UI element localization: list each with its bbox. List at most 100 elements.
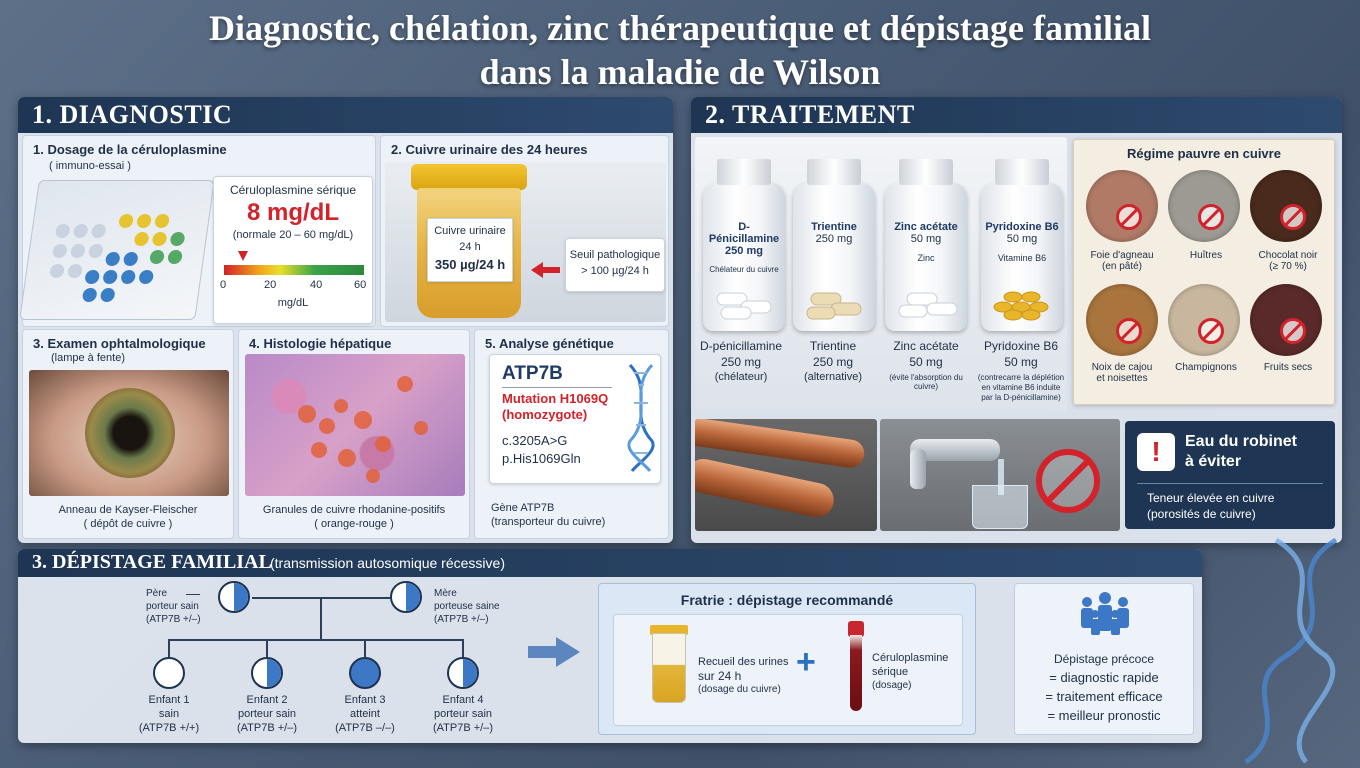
diagnostic-section: 1. DIAGNOSTIC 1. Dosage de la céruloplas… [18,97,673,543]
drug-caption-4: Pyridoxine B6 50 mg (contrecarre la dépl… [975,339,1067,403]
food-3-line2: (≥ 70 %) [1269,261,1307,272]
urine-container [652,633,686,703]
blood-text-2: sérique [872,666,909,678]
mother-l3: (ATP7B +/–) [434,614,489,625]
ceruloplasmin-subtitle: ( immuno-essai ) [49,160,131,172]
child-1-l1: Enfant 1 [148,694,190,706]
prohibited-icon [1198,318,1224,344]
family-section: 3. DÉPISTAGE FAMILIAL (transmission auto… [18,549,1202,743]
alert-icon: ! [1137,433,1175,471]
warning-title-1: Eau du robinet [1185,433,1297,450]
father-l3: (ATP7B +/–) [146,614,201,625]
warning-title-2: à éviter [1185,453,1242,470]
drug-caption-1: D-pénicillamine 250 mg (chélateur) [695,339,787,383]
threshold-arrow [531,262,543,278]
water-glass [972,485,1028,529]
ceruloplasmin-card: 1. Dosage de la céruloplasmine ( immuno-… [19,135,376,327]
pills-illustration [716,291,1049,321]
bottle-2-dose: 250 mg [815,233,853,245]
early-line-2: = diagnostic rapide [1049,670,1159,685]
drug-caption-3-dose: 50 mg [909,355,943,369]
child-3-l2: atteint [350,708,380,720]
child-2-l1: Enfant 2 [246,694,288,706]
bottle-2-name: Trientine [811,221,857,233]
food-label-5: Champignons [1160,362,1252,373]
warning-divider [1137,483,1323,484]
child-3-line [364,639,366,657]
father-l2: porteur sain [146,601,199,612]
blood-tube [850,635,862,711]
diet-box: Régime pauvre en cuivre Foie d'agneau (e… [1073,139,1335,405]
child-3-symbol [349,657,381,689]
child-2-line [266,639,268,657]
genetic-result-box: ATP7B Mutation H1069Q (homozygote) c.320… [489,354,661,484]
child-1-label: Enfant 1 sain (ATP7B +/+) [124,693,214,735]
child-2-label: Enfant 2 porteur sain (ATP7B +/–) [222,693,312,735]
food-5-line1: Champignons [1175,362,1237,373]
ceruloplasmin-title: 1. Dosage de la céruloplasmine [33,142,227,157]
ceruloplasmin-value: 8 mg/dL [246,199,339,226]
scale-tick-40: 40 [310,279,323,291]
urine-copper-card: 2. Cuivre urinaire des 24 heures Cuivre … [380,135,669,327]
blood-text-3: (dosage) [872,680,912,691]
child-4-label: Enfant 4 porteur sain (ATP7B +/–) [418,693,508,735]
cdna-notation: c.3205A>G [502,433,568,448]
blood-text-1: Céruloplasmine [872,652,949,664]
child-4-line [462,639,464,657]
mother-symbol [390,581,422,613]
bottle-cap [995,159,1049,185]
urine-jar-label-line1: Cuivre urinaire [434,225,506,237]
child-4-l2: porteur sain [433,708,493,720]
drug-caption-1-name: D-pénicillamine [699,339,783,353]
scale-unit: mg/dL [277,297,309,309]
copper-pipes-photo [695,419,877,531]
food-1-line2: (en pâté) [1101,261,1143,272]
right-arrow-icon [528,637,580,667]
drug-caption-4-dose: 50 mg [1004,355,1038,369]
child-1-symbol [153,657,185,689]
ceruloplasmin-normal-range: (normale 20 – 60 mg/dL) [232,229,354,241]
food-label-6: Fruits secs [1242,362,1334,373]
genetic-caption-2: (transporteur du cuivre) [491,516,606,528]
diet-title: Régime pauvre en cuivre [1127,146,1281,161]
bottle-4-name: Pyridoxine B6 [985,221,1059,233]
gene-underline [502,387,612,388]
mutation-line2: (homozygote) [502,407,588,422]
histology-caption-1: Granules de cuivre rhodanine-positifs [262,504,446,516]
bottle-cap [717,159,771,185]
food-chocolate-image [1250,170,1322,242]
child-2-l2: porteur sain [237,708,297,720]
eye-title: 3. Examen ophtalmologique [33,336,206,351]
urine-jar-label-line2: 24 h [459,241,481,253]
urine-title: 2. Cuivre urinaire des 24 heures [391,142,588,157]
bottle-1-note: Chélateur du cuivre [709,265,779,274]
early-line-1: Dépistage précoce [1053,652,1155,666]
eye-caption-2: ( dépôt de cuivre ) [83,518,173,530]
food-4-line2: et noisettes [1096,373,1148,384]
food-dried-fruits-image [1250,284,1322,356]
faucet [910,439,1000,461]
range-color-scale [224,265,364,275]
threshold-line1: Seuil pathologique [569,249,661,261]
faucet-spout [910,449,926,489]
food-2-line1: Huîtres [1189,250,1223,261]
copper-pipe-2 [695,455,837,521]
well-plate-wells [49,214,185,302]
histology-title: 4. Histologie hépatique [249,336,392,351]
range-marker-arrow [237,251,248,261]
child-3-l1: Enfant 3 [344,694,386,706]
scale-tick-60: 60 [354,279,367,291]
histology-caption-2: ( orange-rouge ) [314,518,394,530]
drug-caption-3: Zinc acétate 50 mg (évite l'absorption d… [879,339,973,391]
bottle-4-dose: 50 mg [1006,233,1038,245]
threshold-line2: > 100 µg/24 h [581,265,649,277]
iris [85,388,175,478]
scale-tick-20: 20 [264,279,277,291]
siblings-title: Fratrie : dépistage recommandé [680,592,894,608]
protein-notation: p.His1069Gln [502,451,581,466]
prohibited-water-icon [1036,449,1100,513]
threshold-box: Seuil pathologique > 100 µg/24 h [565,238,665,292]
father-symbol [218,581,250,613]
urine-jar-lid [411,164,527,190]
blood-test-text: Céruloplasmine sérique (dosage) [872,651,948,693]
